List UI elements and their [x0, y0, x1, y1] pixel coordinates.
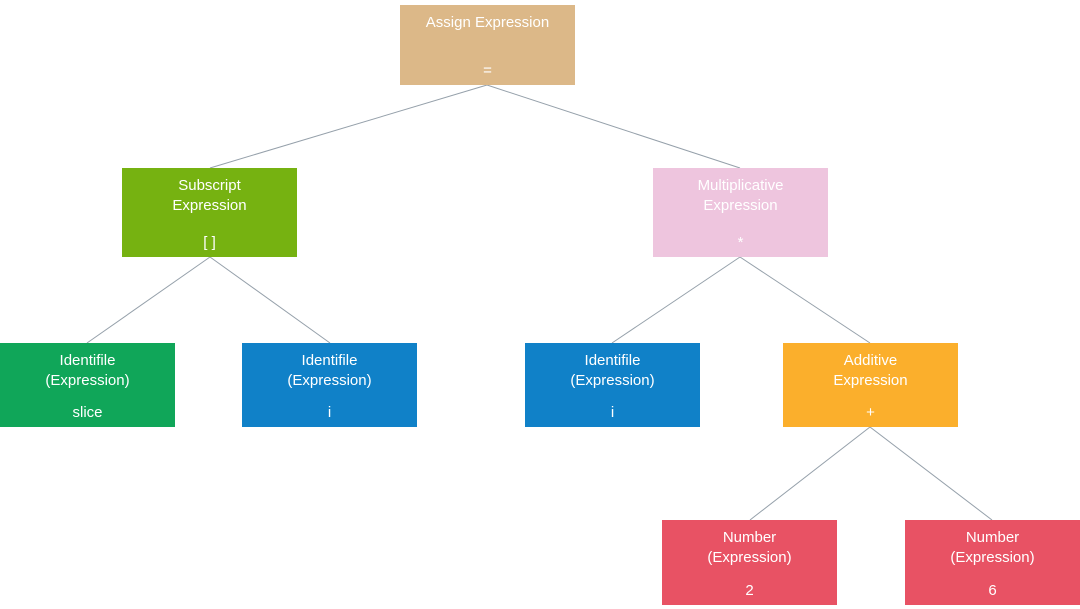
- node-title-line: Assign Expression: [425, 14, 550, 31]
- node-number-2: Number (Expression) 2: [662, 520, 837, 605]
- node-value: 2: [745, 582, 754, 599]
- node-title: Multiplicative Expression: [698, 176, 784, 216]
- node-title-line: Identifile: [59, 352, 116, 369]
- node-title-line: Identifile: [301, 352, 358, 369]
- edge-additive-to-number-2: [749, 426, 871, 521]
- node-title-line: Identifile: [584, 352, 641, 369]
- node-identifile-slice: Identifile (Expression) slice: [0, 343, 175, 427]
- node-value: =: [483, 62, 492, 79]
- node-title: Identifile (Expression): [287, 351, 371, 391]
- node-multiplicative-expression: Multiplicative Expression *: [653, 168, 828, 257]
- node-value: 6: [988, 582, 997, 599]
- edge-multiplicative-to-additive: [739, 256, 871, 344]
- node-value: i: [610, 404, 615, 421]
- node-title-line: Multiplicative: [697, 177, 784, 194]
- node-value: slice: [72, 404, 103, 421]
- node-title-line: Subscript: [178, 177, 241, 194]
- node-title-line: Expression: [703, 197, 778, 214]
- edge-multiplicative-to-i-right: [611, 256, 741, 344]
- node-title: Assign Expression: [426, 13, 549, 33]
- node-title-line: (Expression): [950, 549, 1035, 566]
- node-identifile-i-left: Identifile (Expression) i: [242, 343, 417, 427]
- node-title-line: (Expression): [45, 372, 130, 389]
- node-number-6: Number (Expression) 6: [905, 520, 1080, 605]
- node-title: Subscript Expression: [172, 176, 246, 216]
- node-title-line: (Expression): [570, 372, 655, 389]
- node-title-line: Expression: [833, 372, 908, 389]
- node-value: [ ]: [203, 234, 216, 251]
- edge-subscript-to-slice: [86, 256, 211, 344]
- node-value: *: [737, 234, 744, 251]
- node-title-line: Expression: [172, 197, 247, 214]
- node-title-line: Additive: [843, 352, 898, 369]
- edge-assign-to-multiplicative: [486, 84, 741, 169]
- edge-subscript-to-i-left: [209, 256, 331, 344]
- node-title: Additive Expression: [833, 351, 907, 391]
- node-title: Number (Expression): [707, 528, 791, 568]
- node-additive-expression: Additive Expression +: [783, 343, 958, 427]
- node-title-line: (Expression): [287, 372, 372, 389]
- node-assign-expression: Assign Expression =: [400, 5, 575, 85]
- edge-assign-to-subscript: [209, 84, 488, 169]
- node-value: +: [866, 404, 875, 421]
- node-title-line: Number: [965, 529, 1020, 546]
- node-title: Number (Expression): [950, 528, 1034, 568]
- node-title: Identifile (Expression): [570, 351, 654, 391]
- node-title-line: Number: [722, 529, 777, 546]
- node-title-line: (Expression): [707, 549, 792, 566]
- node-subscript-expression: Subscript Expression [ ]: [122, 168, 297, 257]
- edge-additive-to-number-6: [869, 426, 993, 521]
- node-identifile-i-right: Identifile (Expression) i: [525, 343, 700, 427]
- node-value: i: [327, 404, 332, 421]
- node-title: Identifile (Expression): [45, 351, 129, 391]
